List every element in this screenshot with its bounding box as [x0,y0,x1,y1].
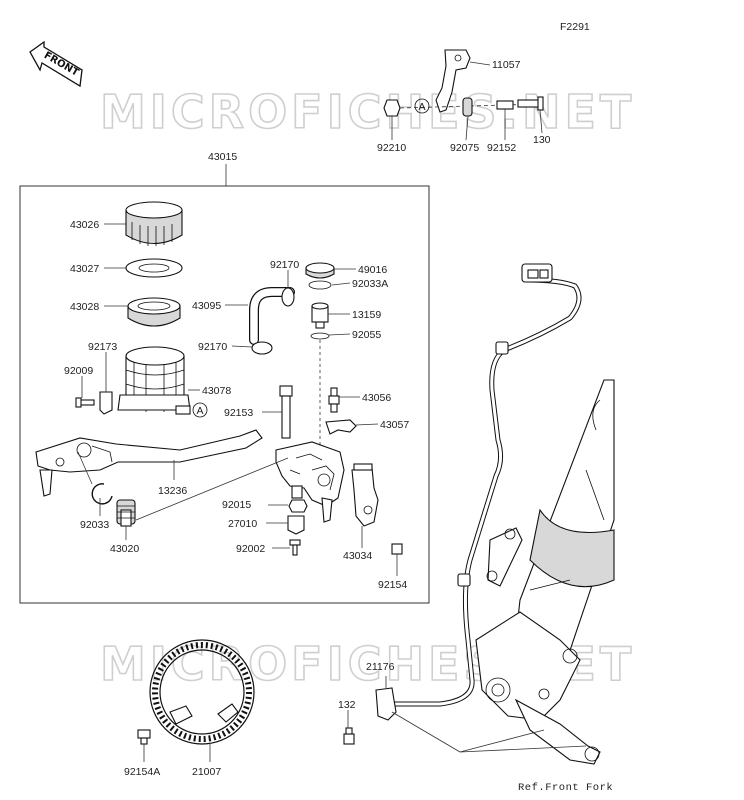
figure-code: F2291 [560,21,590,33]
o-ring-92055 [310,332,330,340]
hose-clamp-92170-lower [251,341,273,355]
front-fork [475,379,615,765]
label-92153: 92153 [224,407,253,419]
switch-27010 [287,515,305,535]
label-92152: 92152 [487,142,516,154]
label-92009: 92009 [64,365,93,377]
plate-43027 [125,258,183,278]
label-132: 132 [338,699,356,711]
label-43056: 43056 [362,392,391,404]
fitting-13159 [311,302,329,329]
screw-92002 [289,539,301,556]
label-92055: 92055 [352,329,381,341]
label-43015: 43015 [208,151,237,163]
label-130: 130 [533,134,551,146]
nut-92210 [383,99,401,117]
diaphragm-43028 [127,297,181,327]
bracket-11057 [435,49,471,113]
label-92015: 92015 [222,499,251,511]
label-92154: 92154 [378,579,407,591]
sensor-rotor-21007 [149,639,255,745]
label-13236: 13236 [158,485,187,497]
bleeder-cap-43057 [325,419,357,435]
label-43028: 43028 [70,301,99,313]
label-43078: 43078 [202,385,231,397]
label-11057: 11057 [492,59,521,71]
bolt-92154 [391,543,403,555]
bracket-assembly: 11057 92210 A 92075 92152 130 [377,49,551,154]
reservoir-43078 [117,346,191,415]
hose-clip-lower [457,573,471,587]
label-43026: 43026 [70,219,99,231]
reservoir-cap-43026 [125,201,183,246]
hose-clip-upper [495,341,509,355]
label-92173: 92173 [88,341,117,353]
screw-92154a [137,729,151,745]
label-92033a: 92033A [352,278,388,290]
bolt-132 [343,727,355,745]
collar-92152 [496,100,514,110]
label-43057: 43057 [380,419,409,431]
label-92210: 92210 [377,142,406,154]
label-92075: 92075 [450,142,479,154]
label-13159: 13159 [352,309,381,321]
brake-lever-13236 [35,429,263,497]
callout-a-box [192,402,208,418]
svg-text:A: A [419,101,426,113]
sensor-bracket-21176 [375,687,397,721]
label-49016: 49016 [358,264,387,276]
label-92170-lower: 92170 [198,341,227,353]
svg-text:A: A [197,405,204,417]
clamp-92173 [99,391,113,415]
label-43034: 43034 [343,550,372,562]
grommet-92075 [462,97,473,117]
hose-clamp-92170-upper [281,287,295,307]
front-arrow-icon: FRONT [29,40,83,88]
bolt-92153 [279,385,293,439]
label-27010: 27010 [228,518,257,530]
nut-92015 [288,499,308,513]
reference-label: Ref.Front Fork [518,782,613,794]
connector-icon [521,263,553,283]
circlip-92033 [91,483,113,505]
label-92002: 92002 [236,543,265,555]
callout-a-top [414,98,430,114]
watermark-top: MICROFICHES.NET [100,85,635,139]
circlip-92033a [308,280,332,290]
label-21007: 21007 [192,766,221,778]
screw-92009 [75,397,95,408]
label-92170-upper: 92170 [270,259,299,271]
clamp-43034 [351,463,379,527]
cap-49016 [305,262,335,279]
piston-43020 [116,499,136,527]
label-43027: 43027 [70,263,99,275]
label-92033: 92033 [80,519,109,531]
label-43095: 43095 [192,300,221,312]
bolt-130 [517,96,544,111]
label-92154a: 92154A [124,766,160,778]
label-21176: 21176 [366,661,395,673]
assembly-box-43015 [19,185,430,604]
label-43020: 43020 [110,543,139,555]
bleeder-valve-43056 [328,387,340,413]
master-cylinder-body [275,441,345,523]
